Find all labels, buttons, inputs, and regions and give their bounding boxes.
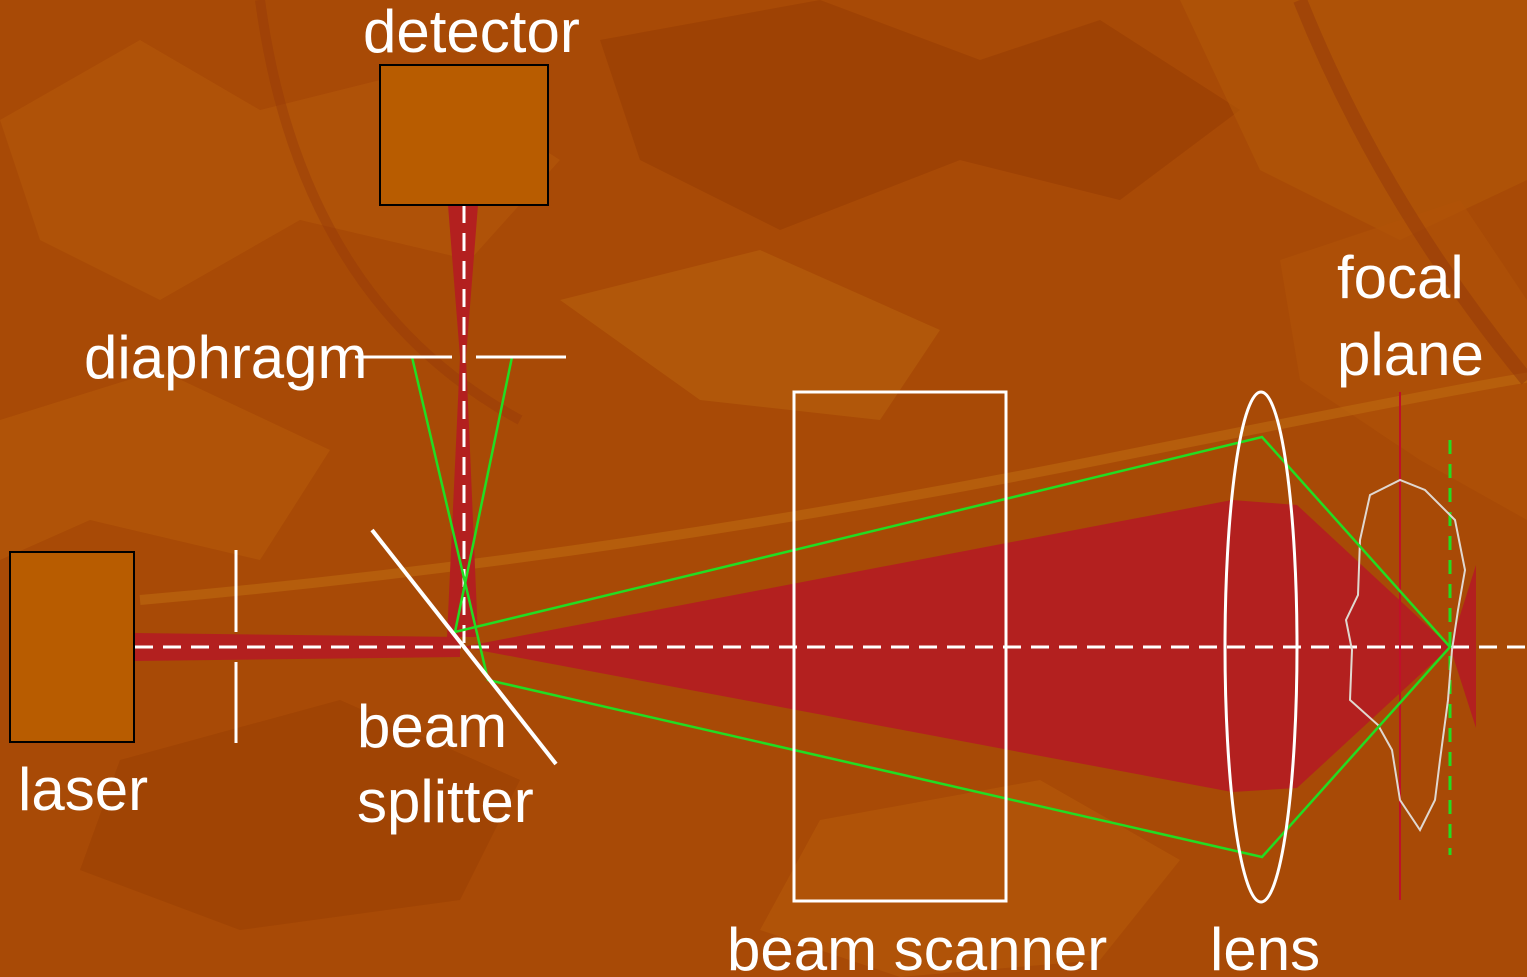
leaf-decoration [1280,200,1527,520]
leaf-decoration [0,370,330,560]
specimen-outline [1344,478,1467,832]
beam-pinhole-to-detector [448,205,478,357]
focal-plane-label-line2: plane [1337,321,1484,388]
beam-scanner-label: beam scanner [727,916,1107,977]
leaf-decoration [760,780,1180,977]
beam-scanner-box [792,390,1008,903]
lens-label: lens [1210,916,1320,977]
beam-splitter-label-line2: splitter [357,768,534,835]
laser-label: laser [18,756,148,823]
beam-splitter [370,528,558,766]
leaf-vein [1293,0,1527,385]
detector-label: detector [363,0,580,65]
focal-plane-label-line1: focal [1337,244,1464,311]
leaf-decoration [600,0,1240,230]
beam-splitter-label-line1: beam [357,693,507,760]
leaf-decoration [560,250,940,420]
leaf-decoration [80,700,520,930]
diaphragm-label: diaphragm [84,324,368,391]
detector-box [379,64,549,206]
beam-laser-to-splitter [135,633,460,661]
laser-box [9,551,135,743]
lens [1223,390,1299,904]
